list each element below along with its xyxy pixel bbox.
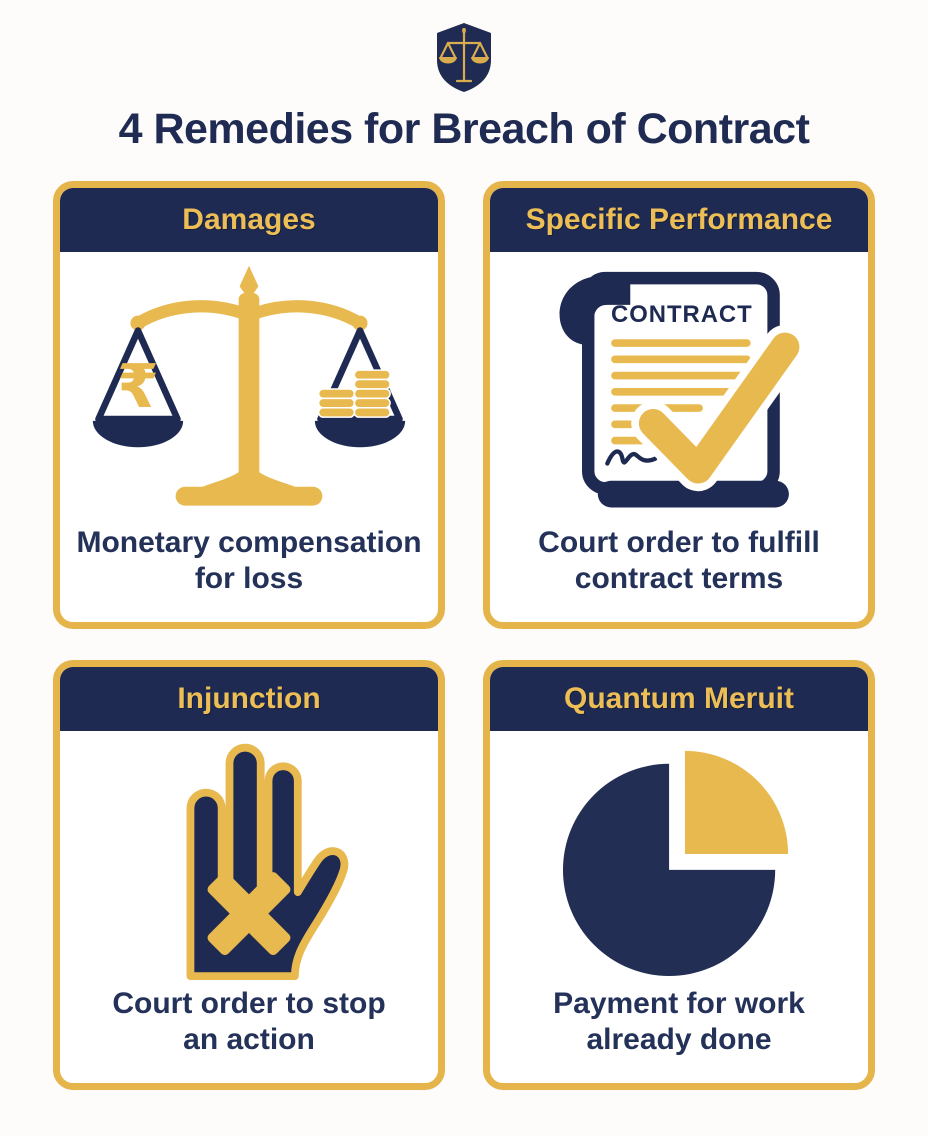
left-pan (92, 421, 184, 448)
card-injunction-header: Injunction (60, 667, 438, 731)
card-damages-title: Damages (182, 203, 316, 236)
card-damages-description: Monetary compensation for loss (76, 525, 422, 596)
card-specific-performance-icon-area: CONTRACT (490, 252, 868, 525)
card-quantum-meruit-title: Quantum Meruit (564, 682, 794, 715)
pie-slice-quarter (684, 751, 789, 855)
checkmark-icon (631, 325, 808, 492)
card-specific-performance-body: CONTRACT (490, 252, 868, 622)
card-quantum-meruit: Quantum Meruit Payment for work already … (483, 660, 875, 1090)
card-damages-body: ₹ (60, 252, 438, 622)
logo-container (0, 20, 928, 94)
coin-stack-icon (317, 369, 391, 419)
card-injunction-body: Court order to stop an action (60, 731, 438, 1083)
card-specific-performance-header: Specific Performance (490, 188, 868, 252)
card-specific-performance: Specific Performance CONTRACT (483, 181, 875, 629)
page-title: 4 Remedies for Breach of Contract (118, 105, 810, 153)
card-injunction-icon-area (60, 731, 438, 986)
card-injunction-title: Injunction (177, 682, 321, 715)
card-specific-performance-title: Specific Performance (525, 203, 833, 236)
card-quantum-meruit-body: Payment for work already done (490, 731, 868, 1083)
card-injunction-description: Court order to stop an action (112, 986, 386, 1057)
card-damages-icon-area: ₹ (60, 252, 438, 525)
card-damages-header: Damages (60, 188, 438, 252)
contract-document-icon: CONTRACT (559, 272, 808, 508)
contract-label: CONTRACT (611, 301, 753, 328)
pie-chart-icon (562, 751, 789, 977)
right-pan (314, 421, 406, 448)
card-quantum-meruit-description: Payment for work already done (553, 986, 805, 1057)
scales-shield-logo-icon (437, 23, 491, 92)
rupee-symbol: ₹ (117, 352, 159, 422)
stop-hand-icon (186, 744, 349, 981)
balance-scale-icon: ₹ (92, 266, 406, 506)
card-injunction: Injunction Court order to stop an action (53, 660, 445, 1090)
card-quantum-meruit-header: Quantum Meruit (490, 667, 868, 731)
x-mark-icon (207, 872, 291, 956)
cards-grid: Damages (53, 181, 875, 1090)
pie-slice-three-quarters (562, 764, 776, 977)
card-specific-performance-description: Court order to fulfill contract terms (538, 525, 820, 596)
signature-squiggle (605, 449, 658, 467)
card-damages: Damages (53, 181, 445, 629)
card-quantum-meruit-icon-area (490, 731, 868, 986)
